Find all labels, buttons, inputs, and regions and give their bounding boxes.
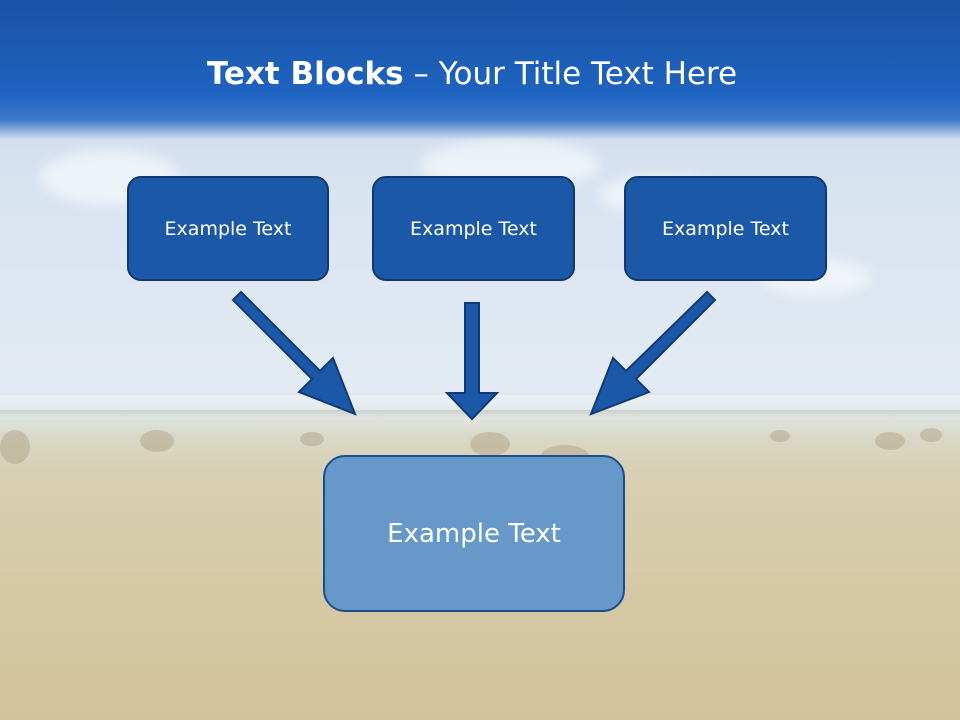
text-block-center[interactable]: Example Text bbox=[372, 176, 575, 281]
text-block-label: Example Text bbox=[662, 217, 789, 240]
hay-bale bbox=[470, 432, 510, 456]
title-rest: Your Title Text Here bbox=[438, 56, 738, 92]
text-block-right[interactable]: Example Text bbox=[624, 176, 827, 281]
title-bold: Text Blocks bbox=[206, 56, 404, 92]
text-block-left[interactable]: Example Text bbox=[127, 176, 329, 281]
horizon-line bbox=[0, 410, 960, 418]
hay-bale bbox=[140, 430, 174, 452]
hay-bale bbox=[300, 432, 324, 446]
arrow-left-icon bbox=[231, 290, 357, 416]
arrow-right-icon bbox=[589, 290, 717, 416]
title-dash: – bbox=[403, 56, 439, 92]
text-block-label: Example Text bbox=[164, 217, 292, 240]
slide-title: Text Blocks – Your Title Text Here bbox=[0, 52, 944, 96]
hay-bale bbox=[875, 432, 905, 450]
text-block-bottom[interactable]: Example Text bbox=[323, 455, 625, 612]
hay-bale bbox=[920, 428, 942, 442]
title-bar: Text Blocks – Your Title Text Here bbox=[0, 0, 960, 140]
hay-bale bbox=[770, 430, 790, 442]
text-block-label: Example Text bbox=[410, 217, 537, 240]
text-block-label: Example Text bbox=[387, 518, 561, 549]
hay-bale bbox=[0, 430, 30, 464]
arrow-down-icon bbox=[444, 302, 500, 421]
